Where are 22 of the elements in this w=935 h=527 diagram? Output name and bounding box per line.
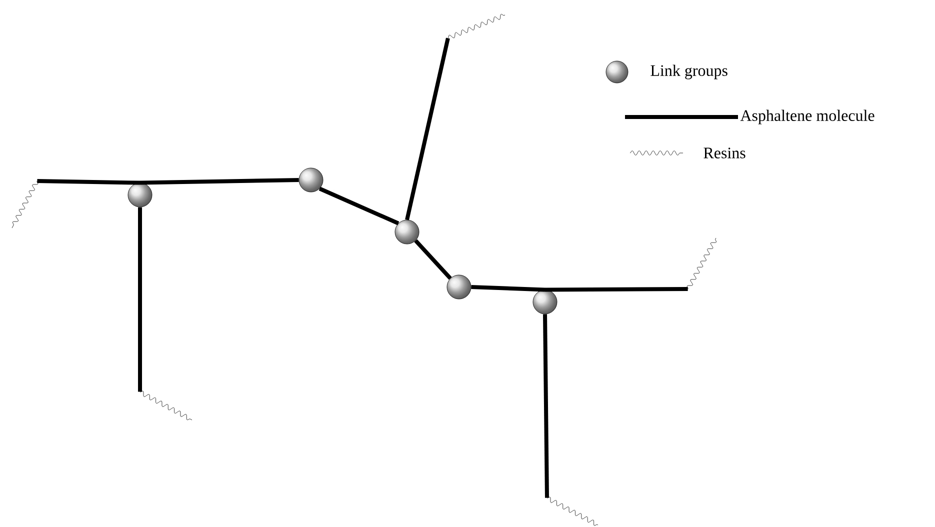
molecule-line bbox=[414, 239, 452, 280]
link-group-ball bbox=[298, 168, 324, 192]
molecule-line bbox=[37, 179, 140, 185]
resin-squiggle bbox=[686, 238, 716, 290]
legend-label: Asphaltene molecule bbox=[740, 110, 874, 124]
link-group-ball bbox=[532, 290, 558, 314]
molecule-line bbox=[140, 178, 299, 185]
molecule-line bbox=[545, 287, 688, 292]
link-group-ball bbox=[394, 220, 420, 244]
molecule-line bbox=[471, 285, 546, 292]
resin-squiggle bbox=[546, 496, 598, 526]
legend-label: Resins bbox=[704, 148, 746, 158]
resin-squiggle bbox=[140, 390, 192, 420]
molecule-line bbox=[543, 314, 549, 498]
molecule-line bbox=[405, 38, 450, 220]
link-group-ball bbox=[128, 182, 152, 208]
resin-squiggle bbox=[448, 14, 506, 38]
molecule-line bbox=[138, 207, 142, 392]
resin-squiggle bbox=[12, 180, 38, 228]
molecule-line bbox=[318, 186, 400, 226]
legend-label: Link groups bbox=[650, 64, 728, 80]
link-group-ball bbox=[446, 274, 472, 300]
